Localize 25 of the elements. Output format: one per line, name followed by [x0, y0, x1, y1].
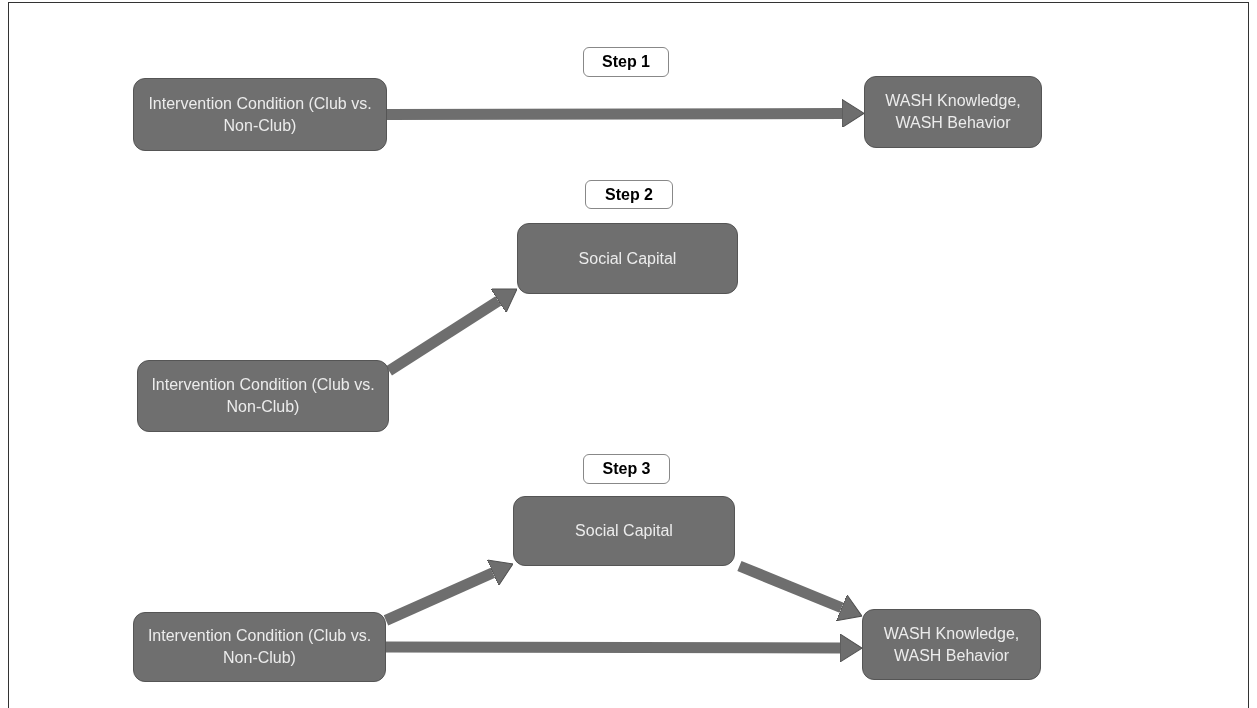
- arrow: [386, 633, 863, 663]
- variable-box: [133, 612, 386, 682]
- step-label: Step 2: [605, 184, 653, 205]
- variable-box: [133, 78, 387, 151]
- step-label: Step 3: [602, 459, 651, 479]
- variable-label: Intervention Condition (Club vs. Non-Club): [146, 626, 373, 668]
- step-label: Step 1: [602, 52, 650, 72]
- variable-box: [513, 496, 735, 566]
- arrow: [383, 559, 514, 626]
- variable-box: [137, 360, 389, 432]
- variable-label: Intervention Condition (Club vs. Non-Club): [147, 93, 373, 136]
- arrow: [737, 560, 863, 622]
- variable-label: WASH Knowledge, WASH Behavior: [884, 91, 1022, 133]
- variable-box: [517, 223, 738, 294]
- variable-label: Social Capital: [578, 248, 677, 269]
- variable-box: [864, 76, 1042, 148]
- variable-label: WASH Knowledge, WASH Behavior: [882, 623, 1021, 666]
- variable-label: Social Capital: [575, 521, 673, 542]
- step-label-box: [583, 47, 669, 77]
- step-label-box: [585, 180, 673, 209]
- arrow: [387, 99, 865, 128]
- step-label-box: [583, 454, 670, 484]
- variable-label: Intervention Condition (Club vs. Non-Club): [150, 375, 376, 417]
- variable-box: [862, 609, 1041, 680]
- arrow: [386, 288, 518, 376]
